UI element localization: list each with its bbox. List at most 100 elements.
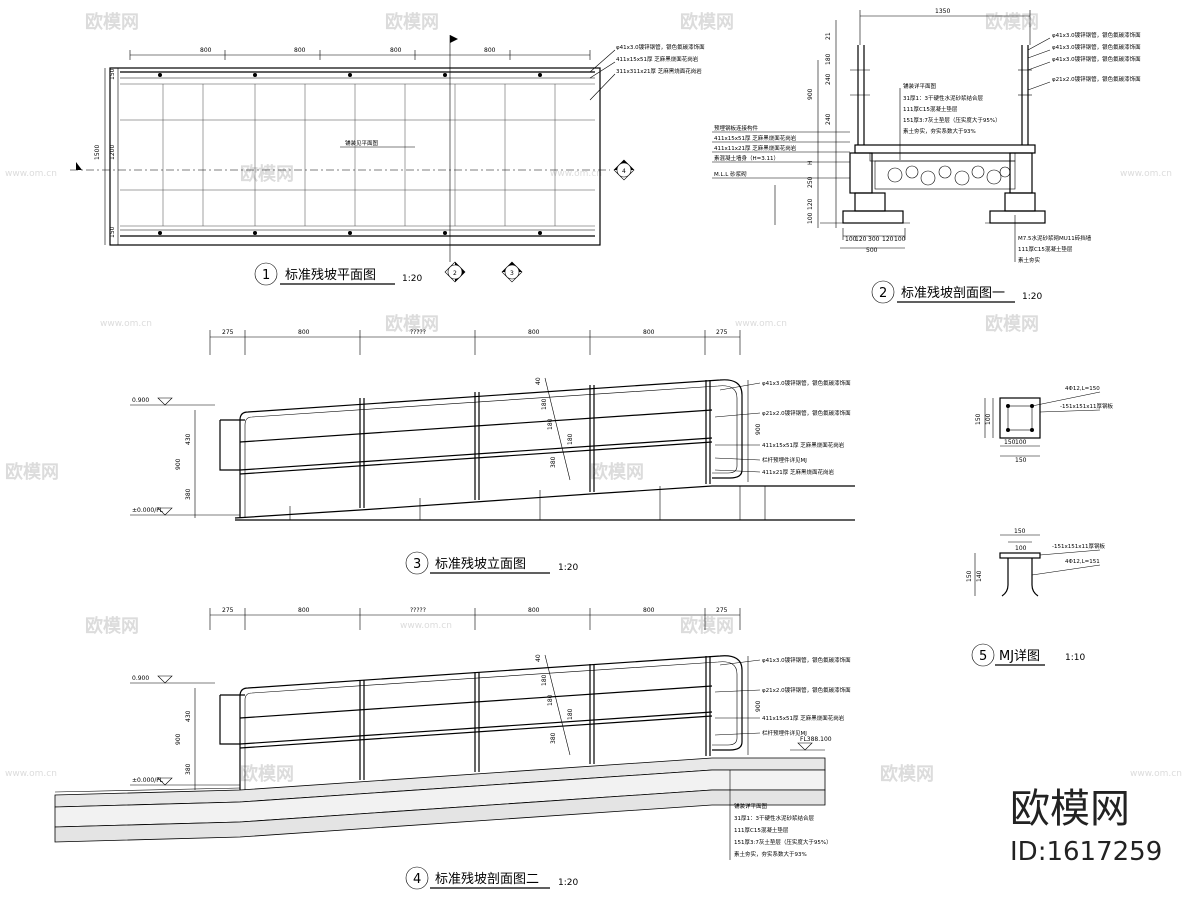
- drawing-title-4: 4 标准残坡剖面图二 1:20: [405, 866, 578, 890]
- layer-note: 铺装详平面图: [903, 82, 937, 90]
- section-marker: 2: [444, 261, 466, 283]
- dim-label: 800: [294, 47, 306, 54]
- level-label: 0.900: [132, 675, 149, 682]
- dim-label: 800: [200, 47, 212, 54]
- dim-label: 150: [1015, 457, 1027, 464]
- dim-label: 250: [807, 176, 814, 188]
- drawing-number: 5: [979, 649, 987, 664]
- dim-label: 1350: [935, 8, 950, 15]
- dim-label: 800: [390, 47, 402, 54]
- layer-note: 素土夯实，夯实系数大于93%: [903, 127, 976, 135]
- callout-note: 4Φ12,L=151: [1065, 559, 1100, 565]
- callout-note: φ21x2.0镀锌钢管，银色氟碳漆饰面: [762, 409, 851, 417]
- callout-note: 栏杆预埋件详见MJ: [762, 456, 807, 464]
- section-view-2: 275 800 ????? 800 800 275 0.900 ±0.000/F…: [54, 607, 851, 860]
- mj-detail: 150 100 150 150 100 4Φ12,L=150 -151x151x…: [966, 386, 1113, 597]
- watermark-url: www.om.cn: [735, 319, 787, 329]
- drawing-title: 标准残坡剖面图二: [435, 872, 539, 887]
- dim-label: 150: [975, 413, 982, 425]
- watermark-text: 欧模网: [680, 615, 734, 637]
- layer-note: 铺装详平面图: [734, 802, 768, 810]
- drawing-scale: 1:20: [1022, 292, 1042, 302]
- dim-label: 100: [894, 236, 906, 243]
- dim-label: 100: [1015, 439, 1027, 446]
- dim-label: 100: [1015, 545, 1027, 552]
- section-marker: 4: [613, 159, 635, 181]
- dim-label: 900: [807, 88, 814, 100]
- dim-label: 275: [716, 607, 728, 614]
- dim-label: 430: [185, 710, 192, 722]
- callout-note: 411x11x21厚 芝麻黑烧面花岗岩: [714, 144, 797, 152]
- drawing-scale: 1:20: [558, 563, 578, 573]
- watermark-text: 欧模网: [240, 163, 294, 185]
- callout-note: 411x21厚 芝麻黑烧面花岗岩: [762, 468, 835, 476]
- dim-label: 275: [716, 329, 728, 336]
- callout-note: φ41x3.0镀锌钢管，银色氟碳漆饰面: [616, 43, 705, 51]
- brand-logo: 欧模网: [1010, 786, 1130, 832]
- dim-label: 150: [109, 226, 116, 238]
- dim-label: 380: [550, 456, 557, 468]
- callout-note: 预埋钢板连接构件: [714, 124, 759, 132]
- drawing-title-1: 1 标准残坡平面图 1:20: [254, 262, 422, 286]
- dim-label: 240: [825, 113, 832, 125]
- drawing-scale: 1:20: [558, 878, 578, 888]
- dim-label: 500: [866, 247, 878, 254]
- callout-note: 素土夯实: [1018, 256, 1041, 264]
- dim-label: 800: [528, 329, 540, 336]
- callout-note: φ41x3.0镀锌钢管，银色氟碳漆饰面: [1052, 55, 1141, 63]
- watermark-url: www.om.cn: [1120, 169, 1172, 179]
- callout-note: M.L.L 砂浆砌: [714, 170, 747, 178]
- watermark-text: 欧模网: [680, 11, 734, 33]
- callout-note: 411x15x51厚 芝麻黑烧面花岗岩: [762, 441, 845, 449]
- dim-label: 800: [298, 329, 310, 336]
- watermark-url: www.om.cn: [400, 621, 452, 631]
- layer-note: 151厚3:7灰土垫层（压实度大于95%）: [734, 838, 832, 846]
- brand-block: 欧模网 ID:1617259: [1010, 786, 1162, 867]
- callout-note: 311x311x21厚 芝麻黑烧面花岗岩: [616, 67, 702, 75]
- layer-note: 111厚C15混凝土垫层: [734, 826, 789, 834]
- layer-note: 111厚C15混凝土垫层: [903, 105, 958, 113]
- center-label: 铺装见平面图: [345, 139, 379, 147]
- dim-label: 800: [643, 329, 655, 336]
- drawing-number: 1: [262, 268, 270, 283]
- callout-note: 411x15x51厚 芝麻黑烧面花岗岩: [762, 714, 845, 722]
- dim-label: 800: [484, 47, 496, 54]
- drawing-number: 2: [879, 286, 887, 301]
- watermark-text: 欧模网: [5, 461, 59, 483]
- dim-label: 150: [1004, 439, 1016, 446]
- dim-label: 150: [1014, 528, 1026, 535]
- dim-label: 380: [550, 732, 557, 744]
- callout-note: 4Φ12,L=150: [1065, 386, 1100, 392]
- dim-label: 100: [807, 212, 814, 224]
- section-view-1: 1350 100 120 300 120 100 500 21 18: [712, 8, 1141, 264]
- callout-note: -151x151x11厚钢板: [1052, 542, 1105, 550]
- dim-label: 300: [868, 236, 880, 243]
- dim-label: 380: [185, 763, 192, 775]
- level-label: FL388.100: [800, 736, 832, 743]
- marker-number: 2: [453, 270, 457, 277]
- layer-note: 31厚1：3干硬性水泥砂浆结合层: [734, 814, 814, 822]
- dim-label: 900: [175, 458, 182, 470]
- brand-id: ID:1617259: [1010, 837, 1162, 867]
- dim-label: 150: [966, 570, 973, 582]
- watermark-text: 欧模网: [880, 763, 934, 785]
- callout-note: φ21x2.0镀锌钢管，银色氟碳漆饰面: [762, 686, 851, 694]
- watermark-text: 欧模网: [985, 11, 1039, 33]
- dim-label: 180: [547, 418, 554, 430]
- dim-label: 180: [541, 674, 548, 686]
- drawing-title-3: 3 标准残坡立面图 1:20: [405, 551, 578, 575]
- watermarks: 欧模网 欧模网 欧模网 欧模网 欧模网 欧模网 欧模网 欧模网 欧模网 欧模网 …: [5, 11, 1182, 785]
- watermark-text: 欧模网: [985, 313, 1039, 335]
- layer-note: 151厚3:7灰土垫层（压实度大于95%）: [903, 116, 1001, 124]
- drawing-title-5: 5 MJ详图 1:10: [971, 643, 1085, 667]
- watermark-text: 欧模网: [85, 11, 139, 33]
- dim-label: 100: [985, 413, 992, 425]
- dim-label: 180: [567, 708, 574, 720]
- callout-note: φ21x2.0镀锌钢管，银色氟碳漆饰面: [1052, 75, 1141, 83]
- dim-label: 140: [976, 570, 983, 582]
- callout-note: 栏杆预埋件详见MJ: [762, 729, 807, 737]
- callout-note: -151x151x11厚钢板: [1060, 402, 1113, 410]
- level-label: ±0.000/FL: [132, 777, 164, 784]
- dim-label: 800: [528, 607, 540, 614]
